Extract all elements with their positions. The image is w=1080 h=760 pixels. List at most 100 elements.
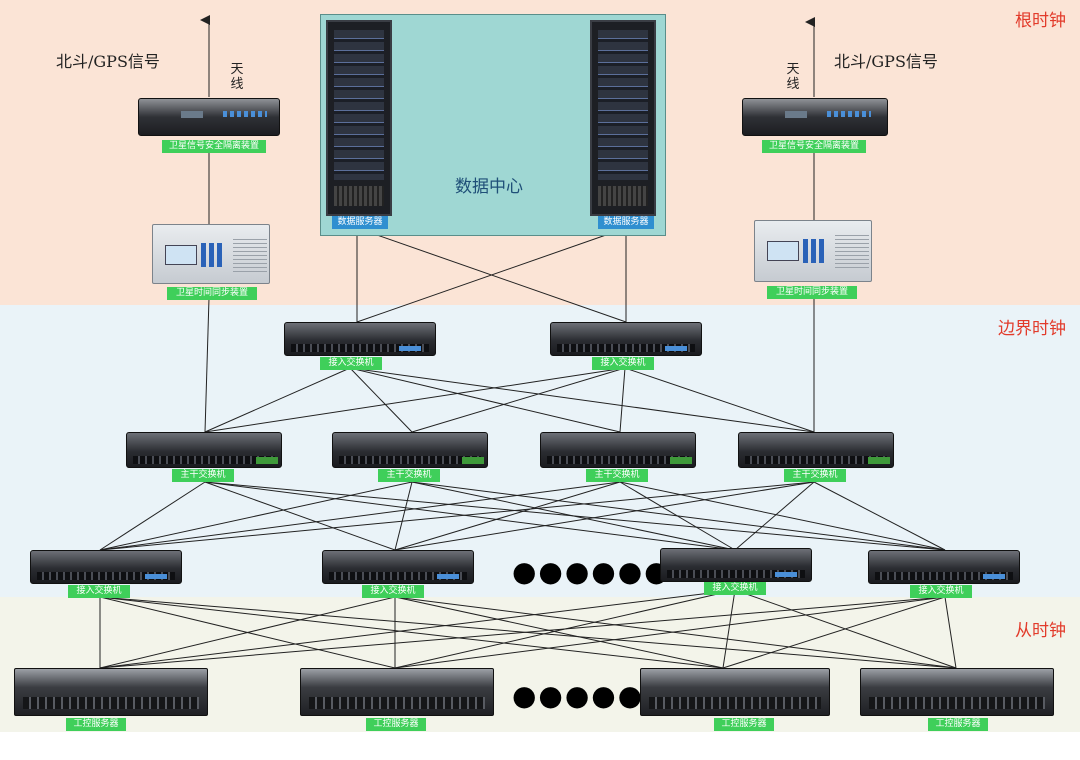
rack-base — [334, 186, 384, 206]
port-row — [339, 456, 481, 464]
core-switch-tag: 主干交换机 — [586, 469, 648, 482]
drive-bays — [309, 697, 485, 709]
link-line — [204, 481, 396, 551]
industrial-server-3[interactable] — [640, 668, 830, 716]
time-sync-device-left[interactable] — [152, 224, 270, 284]
port-row — [37, 572, 175, 580]
industrial-server-tag: 工控服务器 — [366, 718, 426, 731]
signal-label-left: 北斗/GPS信号 — [56, 52, 160, 71]
link-line — [99, 481, 815, 551]
brand-badge — [437, 574, 459, 579]
zone-label-slave: 从时钟 — [1015, 621, 1066, 641]
data-server-rack-left[interactable] — [326, 20, 392, 216]
antenna-label-right: 天线 — [786, 62, 800, 92]
data-server-tag-right: 数据服务器 — [598, 216, 654, 229]
signal-label-right: 北斗/GPS信号 — [834, 52, 938, 71]
time-sync-device-right[interactable] — [754, 220, 872, 282]
link-line — [204, 367, 351, 433]
access-switch-lower-1[interactable] — [30, 550, 182, 584]
drive-bays — [23, 697, 199, 709]
power-module — [868, 457, 890, 464]
port-row — [547, 456, 689, 464]
zone-label-root: 根时钟 — [1015, 11, 1066, 31]
link-line — [619, 481, 736, 551]
brand-badge — [983, 574, 1005, 579]
access-switch-lower-4[interactable] — [868, 550, 1020, 584]
brand-badge — [665, 346, 687, 351]
satellite-isolator-left[interactable] — [138, 98, 280, 136]
front-buttons — [827, 111, 871, 117]
display-panel — [181, 111, 203, 118]
core-switch-2[interactable] — [332, 432, 488, 468]
access-switch-tag: 接入交换机 — [68, 585, 130, 598]
link-line — [204, 367, 626, 433]
link-line — [411, 481, 736, 551]
drive-bays — [869, 697, 1045, 709]
link-line — [394, 481, 621, 551]
industrial-server-1[interactable] — [14, 668, 208, 716]
link-line — [349, 367, 413, 433]
core-switch-tag: 主干交换机 — [378, 469, 440, 482]
link-line — [99, 589, 736, 669]
isolator-tag-left: 卫星信号安全隔离装置 — [162, 140, 266, 153]
industrial-server-tag: 工控服务器 — [66, 718, 126, 731]
link-line — [99, 481, 413, 551]
link-line — [99, 481, 206, 551]
core-switch-tag: 主干交换机 — [172, 469, 234, 482]
core-switch-4[interactable] — [738, 432, 894, 468]
core-switch-1[interactable] — [126, 432, 282, 468]
link-line — [722, 589, 736, 669]
access-switch-lower-2[interactable] — [322, 550, 474, 584]
rack-base — [598, 186, 648, 206]
link-line — [99, 596, 946, 669]
satellite-isolator-right[interactable] — [742, 98, 888, 136]
display-panel — [785, 111, 807, 118]
port-row — [667, 570, 805, 578]
sync-tag-left: 卫星时间同步装置 — [167, 287, 257, 300]
rack-units — [598, 30, 648, 180]
isolator-tag-right: 卫星信号安全隔离装置 — [762, 140, 866, 153]
lcd-screen — [767, 241, 799, 261]
link-line — [619, 367, 626, 433]
brand-badge — [145, 574, 167, 579]
link-line — [813, 481, 946, 551]
access-switch-tag: 接入交换机 — [320, 357, 382, 370]
link-line — [624, 367, 815, 433]
link-line — [394, 481, 413, 551]
port-row — [745, 456, 887, 464]
link-line — [394, 596, 957, 669]
drive-bays — [649, 697, 821, 709]
access-switch-lower-3[interactable] — [660, 548, 812, 582]
brand-badge — [775, 572, 797, 577]
link-line — [204, 481, 736, 551]
link-line — [944, 596, 957, 669]
port-row — [291, 344, 429, 352]
access-switch-tag: 接入交换机 — [592, 357, 654, 370]
data-server-rack-right[interactable] — [590, 20, 656, 216]
access-switch-tag: 接入交换机 — [704, 582, 766, 595]
access-switch-upper-right[interactable] — [550, 322, 702, 356]
industrial-server-2[interactable] — [300, 668, 494, 716]
lcd-screen — [165, 245, 197, 265]
zone-label-boundary: 边界时钟 — [998, 319, 1066, 339]
power-module — [256, 457, 278, 464]
access-switch-upper-left[interactable] — [284, 322, 436, 356]
data-server-tag-left: 数据服务器 — [332, 216, 388, 229]
rack-units — [334, 30, 384, 180]
link-line — [722, 596, 946, 669]
link-line — [411, 481, 946, 551]
power-module — [462, 457, 484, 464]
link-line — [99, 596, 396, 669]
industrial-server-4[interactable] — [860, 668, 1054, 716]
core-switch-tag: 主干交换机 — [784, 469, 846, 482]
industrial-server-tag: 工控服务器 — [928, 718, 988, 731]
link-line — [349, 367, 621, 433]
ellipsis-switches: ●●●●●● — [512, 555, 671, 588]
link-line — [99, 481, 621, 551]
link-line — [734, 481, 815, 551]
port-row — [875, 572, 1013, 580]
link-line — [349, 367, 815, 433]
core-switch-3[interactable] — [540, 432, 696, 468]
link-line — [619, 481, 946, 551]
